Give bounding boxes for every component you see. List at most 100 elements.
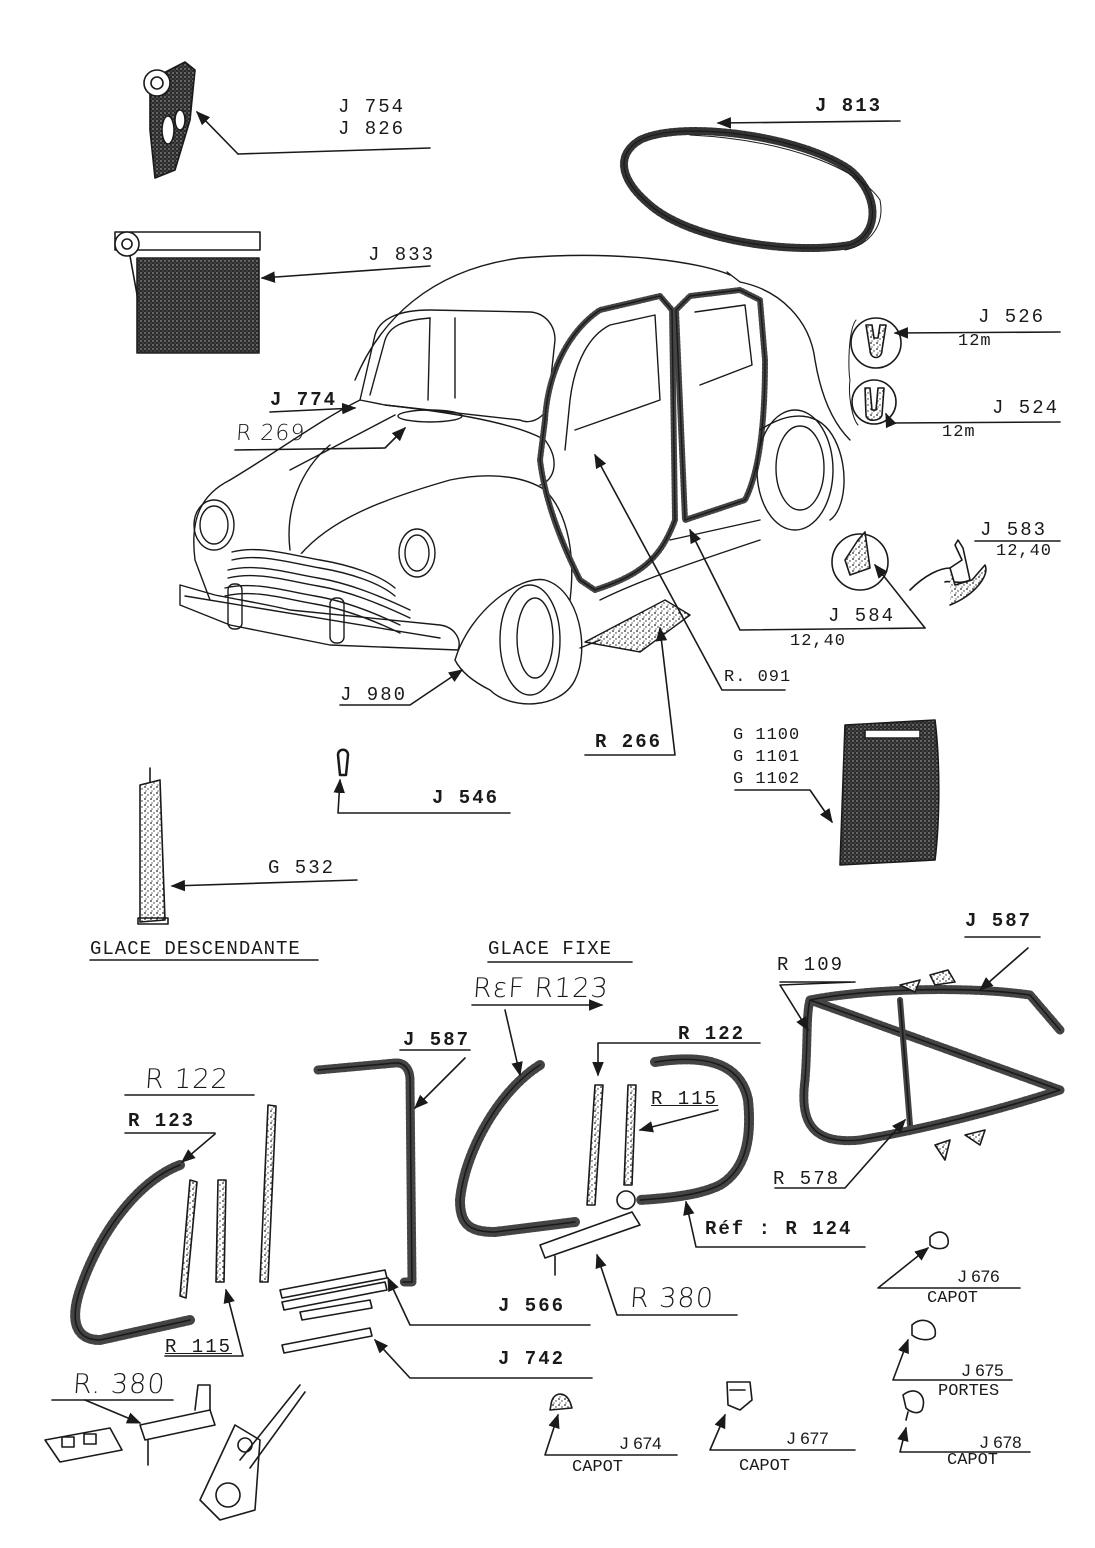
label-j742: J 742 bbox=[498, 1348, 566, 1370]
material-roll-j833-illustration bbox=[114, 231, 261, 354]
label-j676: J 676 bbox=[958, 1267, 1000, 1286]
label-j587-mid: J 587 bbox=[403, 1029, 471, 1051]
window-regulator-r380-illustration bbox=[44, 1384, 306, 1521]
arrow-j754 bbox=[195, 110, 239, 155]
leader-j546 bbox=[333, 778, 511, 814]
label-j754: J 754 bbox=[338, 96, 406, 118]
leader-j980 bbox=[339, 669, 464, 706]
label-j584: J 584 bbox=[828, 605, 896, 627]
label-j826: J 826 bbox=[338, 118, 406, 140]
leader-j833 bbox=[260, 265, 431, 283]
label-r380-fixe: R 380 bbox=[628, 1283, 715, 1314]
label-r578: R 578 bbox=[773, 1168, 841, 1190]
clip-j677-illustration bbox=[726, 1381, 753, 1411]
rear-window-frame-r109-illustration bbox=[799, 969, 1065, 1161]
leader-r380-left bbox=[84, 1399, 142, 1424]
label-j833: J 833 bbox=[368, 244, 436, 266]
label-j677-use: CAPOT bbox=[739, 1457, 791, 1476]
label-j583-length: 12,40 bbox=[996, 542, 1053, 561]
label-j526-length: 12m bbox=[958, 332, 992, 351]
seal-profile-j584-illustration bbox=[831, 531, 889, 591]
leader-r266 bbox=[584, 626, 676, 756]
label-j677: J 677 bbox=[787, 1429, 829, 1448]
label-g1101: G 1101 bbox=[733, 748, 801, 767]
leader-r115-right bbox=[638, 1109, 719, 1133]
label-r269: R 269 bbox=[235, 421, 307, 446]
seal-profile-j583-illustration bbox=[909, 539, 987, 606]
label-j526: J 526 bbox=[978, 306, 1046, 328]
label-j587-top: J 587 bbox=[965, 910, 1033, 932]
leader-j754 bbox=[237, 147, 431, 155]
label-j524-length: 12m bbox=[942, 423, 976, 442]
label-j675-use: PORTES bbox=[938, 1382, 1000, 1401]
section-title-glace-fixe: GLACE FIXE bbox=[488, 938, 613, 960]
leader-j678 bbox=[897, 1426, 1031, 1453]
label-r109: R 109 bbox=[777, 954, 845, 976]
section-title-glace-descendante: GLACE DESCENDANTE bbox=[90, 938, 301, 960]
leader-r380-fixe bbox=[595, 1253, 738, 1316]
leader-r269 bbox=[234, 426, 407, 451]
leader-r578 bbox=[774, 1118, 906, 1189]
rear-window-seal-j813-illustration bbox=[620, 127, 882, 253]
label-r122: R 122 bbox=[678, 1023, 746, 1045]
label-ref-r123: RεF R123 bbox=[471, 973, 610, 1004]
leader-j774 bbox=[269, 402, 357, 415]
leader-j526 bbox=[893, 327, 1061, 339]
label-r115-left: R 115 bbox=[165, 1336, 233, 1358]
leader-j742 bbox=[374, 1338, 593, 1379]
label-j678: J 678 bbox=[980, 1433, 1022, 1452]
window-channel-j587-illustration bbox=[313, 1058, 417, 1287]
clip-j678-illustration bbox=[902, 1390, 925, 1421]
label-j675: J 675 bbox=[962, 1361, 1004, 1380]
leader-r091 bbox=[594, 453, 786, 691]
label-j583: J 583 bbox=[980, 519, 1048, 541]
leader-r115-left bbox=[164, 1288, 244, 1357]
label-j566: J 566 bbox=[498, 1295, 566, 1317]
leader-j676 bbox=[877, 1247, 1021, 1289]
leader-r122 bbox=[592, 1042, 761, 1077]
leader-ref-r123 bbox=[504, 1009, 523, 1077]
leader-r124 bbox=[683, 1200, 866, 1248]
clip-part-j754-illustration bbox=[143, 61, 196, 179]
window-channel-r123-fixe-illustration bbox=[455, 1060, 580, 1237]
label-j980: J 980 bbox=[340, 684, 408, 706]
window-strip-r115-fixe-illustration bbox=[586, 1084, 637, 1206]
leader-j674 bbox=[544, 1413, 678, 1456]
leader-r109 bbox=[779, 981, 856, 1032]
leader-j587-top bbox=[978, 947, 1029, 991]
label-r123: R 123 bbox=[128, 1110, 196, 1132]
leader-g1100 bbox=[734, 789, 833, 824]
window-strip-r115-illustration bbox=[179, 1104, 277, 1299]
label-ref-r124: Réf : R 124 bbox=[705, 1218, 853, 1240]
window-channel-r124-illustration bbox=[635, 1054, 755, 1205]
label-j676-use: CAPOT bbox=[927, 1289, 979, 1308]
label-r091: R. 091 bbox=[724, 668, 792, 687]
leader-r123 bbox=[180, 1133, 216, 1163]
leader-j584 bbox=[689, 528, 926, 631]
label-r122-hand: R 122 bbox=[143, 1064, 230, 1095]
leader-j584-branch bbox=[874, 563, 926, 629]
label-r380-left: R. 380 bbox=[71, 1369, 167, 1400]
label-j584-length: 12,40 bbox=[790, 632, 847, 651]
label-g532: G 532 bbox=[268, 857, 336, 879]
leader-j675 bbox=[892, 1338, 1013, 1381]
leader-j587-mid bbox=[413, 1057, 466, 1110]
label-j546: J 546 bbox=[432, 787, 500, 809]
seal-profile-j524-illustration bbox=[851, 379, 897, 425]
car-body-illustration bbox=[179, 254, 851, 705]
leader-j813 bbox=[716, 117, 901, 129]
label-j674: J 674 bbox=[620, 1434, 662, 1453]
label-g1100: G 1100 bbox=[733, 726, 801, 745]
leader-j566 bbox=[387, 1276, 591, 1326]
clip-j675-illustration bbox=[911, 1319, 937, 1341]
label-j678-use: CAPOT bbox=[947, 1451, 999, 1470]
clip-j674-illustration bbox=[549, 1393, 573, 1411]
label-r266: R 266 bbox=[595, 731, 663, 753]
window-sill-strip-j742-illustration bbox=[281, 1327, 373, 1354]
sponge-block-g1100-illustration bbox=[839, 719, 940, 866]
label-j674-use: CAPOT bbox=[572, 1458, 624, 1477]
label-j813: J 813 bbox=[815, 95, 883, 117]
window-channel-r123-illustration bbox=[70, 1160, 195, 1345]
label-r115-right: R 115 bbox=[651, 1088, 719, 1110]
